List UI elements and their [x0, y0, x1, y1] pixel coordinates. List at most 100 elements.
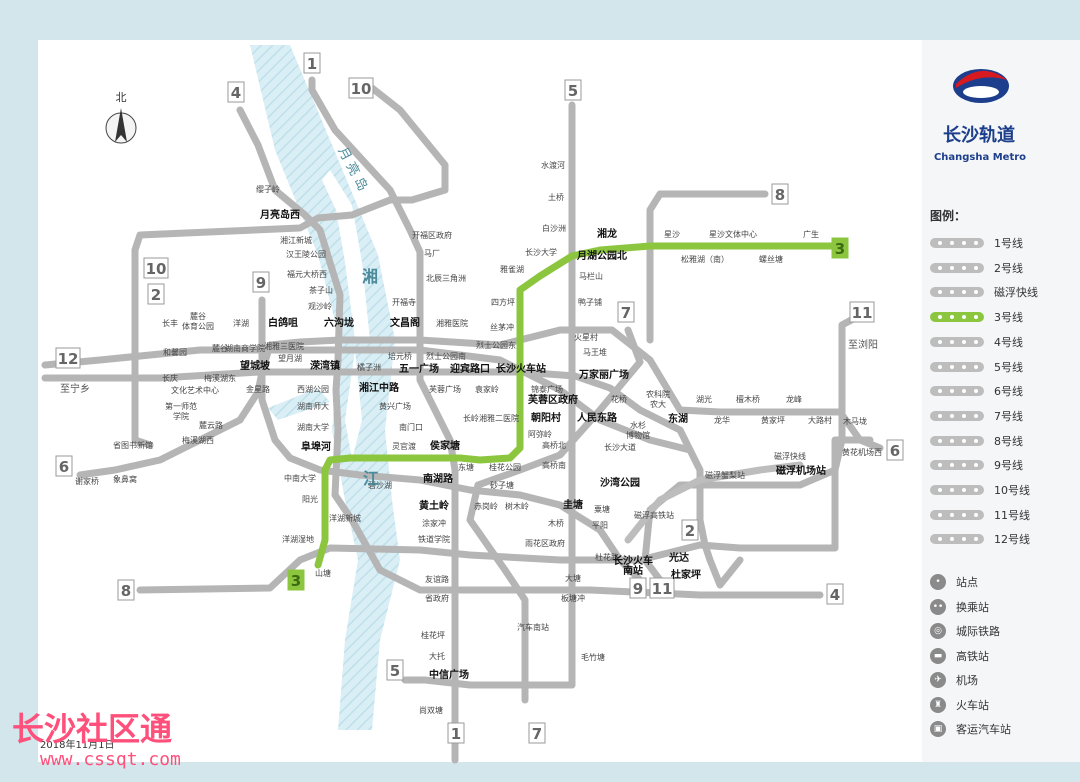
- line-badge[interactable]: 11: [849, 301, 875, 323]
- line-badge[interactable]: 7: [528, 722, 546, 744]
- station-label[interactable]: 茶子山: [309, 285, 333, 295]
- station-label[interactable]: 雅雀湖: [500, 264, 524, 274]
- station-label[interactable]: 博物馆: [626, 430, 650, 440]
- station-label[interactable]: 高桥北: [542, 440, 566, 450]
- station-label[interactable]: 阜埠河: [301, 440, 331, 453]
- station-label[interactable]: 长庆: [162, 373, 178, 383]
- station-label[interactable]: 树木岭: [505, 501, 529, 511]
- station-label[interactable]: 望月湖: [278, 353, 302, 363]
- station-label[interactable]: 碧沙湖: [368, 480, 392, 490]
- station-label[interactable]: 湘龙: [597, 227, 617, 240]
- line-badge[interactable]: 9: [629, 577, 647, 599]
- station-label[interactable]: 木桥: [548, 518, 564, 528]
- line-badge[interactable]: 10: [348, 77, 374, 99]
- line-badge[interactable]: 3: [287, 569, 305, 591]
- line-badge[interactable]: 6: [886, 439, 904, 461]
- station-label[interactable]: 桂花公园: [489, 462, 521, 472]
- station-label[interactable]: 土桥: [548, 192, 564, 202]
- station-label[interactable]: 南湖路: [423, 472, 454, 485]
- line-badge[interactable]: 5: [386, 659, 404, 681]
- line-badge[interactable]: 4: [826, 583, 844, 605]
- station-label[interactable]: 麓云路: [199, 420, 223, 430]
- station-label[interactable]: 梅溪湖东: [204, 373, 236, 383]
- station-label[interactable]: 福元大桥西: [287, 269, 327, 279]
- station-label[interactable]: 龙峰: [786, 394, 802, 404]
- station-label[interactable]: 侯家塘: [430, 439, 460, 452]
- station-label[interactable]: 和馨园: [163, 348, 187, 357]
- station-label[interactable]: 龙华: [714, 415, 730, 425]
- station-label[interactable]: 赤岗岭: [474, 501, 498, 511]
- station-label[interactable]: 五一广场: [399, 362, 439, 375]
- station-label[interactable]: 长岭湘雅二医院: [463, 413, 519, 423]
- station-label[interactable]: 广生: [803, 229, 819, 239]
- station-label[interactable]: 长沙大学: [525, 247, 557, 257]
- station-label[interactable]: 马厂: [424, 249, 440, 258]
- station-label[interactable]: 培元桥: [388, 351, 412, 361]
- line-badge[interactable]: 3: [831, 237, 849, 259]
- station-label[interactable]: 洋湖: [233, 318, 249, 328]
- station-label[interactable]: 橘子洲: [357, 362, 381, 372]
- station-label[interactable]: 水渡河: [541, 160, 565, 170]
- station-label[interactable]: 涂家冲: [422, 518, 446, 528]
- station-label[interactable]: 马王堆: [583, 347, 607, 357]
- station-label[interactable]: 螺丝塘: [759, 254, 783, 264]
- station-label[interactable]: 湘江新城: [280, 235, 312, 245]
- line-badge[interactable]: 2: [681, 519, 699, 541]
- line-badge[interactable]: 7: [617, 301, 635, 323]
- station-label[interactable]: 文化艺术中心: [171, 385, 219, 395]
- station-label[interactable]: 平阳: [592, 521, 608, 530]
- station-label[interactable]: 白鸽咀: [268, 316, 298, 329]
- station-label[interactable]: 铁道学院: [418, 534, 450, 544]
- station-label[interactable]: 湖南商学院: [225, 343, 265, 353]
- station-label[interactable]: 高桥南: [542, 460, 566, 470]
- station-label[interactable]: 麓谷: [190, 311, 206, 321]
- station-label[interactable]: 第一师范: [165, 401, 197, 411]
- station-label[interactable]: 毛竹塘: [581, 652, 605, 662]
- station-label[interactable]: 芙蓉区政府: [527, 393, 578, 406]
- station-label[interactable]: 松雅湖（南）: [681, 254, 729, 264]
- station-label[interactable]: 省图书新馆: [113, 440, 153, 450]
- station-label[interactable]: 农科院: [646, 389, 670, 399]
- station-label[interactable]: 大路村: [808, 415, 832, 425]
- station-label[interactable]: 金星路: [246, 384, 270, 394]
- line-badge[interactable]: 5: [564, 79, 582, 101]
- station-label[interactable]: 西湖公园: [297, 385, 329, 394]
- station-label[interactable]: 象鼻窝: [113, 474, 137, 484]
- station-label[interactable]: 月湖公园北: [576, 249, 627, 262]
- station-label[interactable]: 南门口: [399, 422, 423, 432]
- line-badge[interactable]: 6: [55, 455, 73, 477]
- station-label[interactable]: 黄土岭: [419, 499, 449, 512]
- station-label[interactable]: 马栏山: [579, 271, 603, 281]
- station-label[interactable]: 六沟垅: [324, 316, 354, 329]
- line-badge[interactable]: 11: [649, 577, 675, 599]
- station-label[interactable]: 磁浮快线: [774, 451, 806, 461]
- station-label[interactable]: 尚双塘: [419, 705, 443, 715]
- station-label[interactable]: 湖南大学: [297, 422, 329, 432]
- station-label[interactable]: 文昌阁: [390, 316, 420, 329]
- station-label[interactable]: 山塘: [315, 568, 331, 578]
- station-label[interactable]: 溁湾镇: [310, 359, 340, 372]
- station-label[interactable]: 锦泰广场: [531, 384, 563, 394]
- station-label[interactable]: 砂子塘: [490, 480, 514, 490]
- station-label[interactable]: 学院: [173, 411, 189, 421]
- line-badge[interactable]: 2: [147, 283, 165, 305]
- station-label[interactable]: 省政府: [425, 593, 449, 603]
- station-label[interactable]: 湖光: [696, 394, 712, 404]
- station-label[interactable]: 黄兴广场: [379, 401, 411, 411]
- station-label[interactable]: 洋湖新城: [329, 513, 361, 523]
- station-label[interactable]: 阳光: [302, 494, 318, 504]
- station-label[interactable]: 长沙火车: [613, 554, 653, 567]
- station-label[interactable]: 星沙文体中心: [709, 229, 757, 239]
- station-label[interactable]: 大塘: [565, 573, 581, 583]
- station-label[interactable]: 磁浮高铁站: [634, 510, 674, 520]
- station-label[interactable]: 湘雅医院: [436, 318, 468, 328]
- station-label[interactable]: 水杉: [630, 420, 646, 430]
- station-label[interactable]: 湖南师大: [297, 401, 329, 411]
- line-badge[interactable]: 1: [447, 722, 465, 744]
- line-badge[interactable]: 8: [771, 183, 789, 205]
- station-label[interactable]: 白沙洲: [542, 223, 566, 233]
- station-label[interactable]: 汉王陵公园: [286, 250, 326, 259]
- station-label[interactable]: 四方坪: [491, 297, 515, 307]
- station-label[interactable]: 长沙大道: [604, 442, 636, 452]
